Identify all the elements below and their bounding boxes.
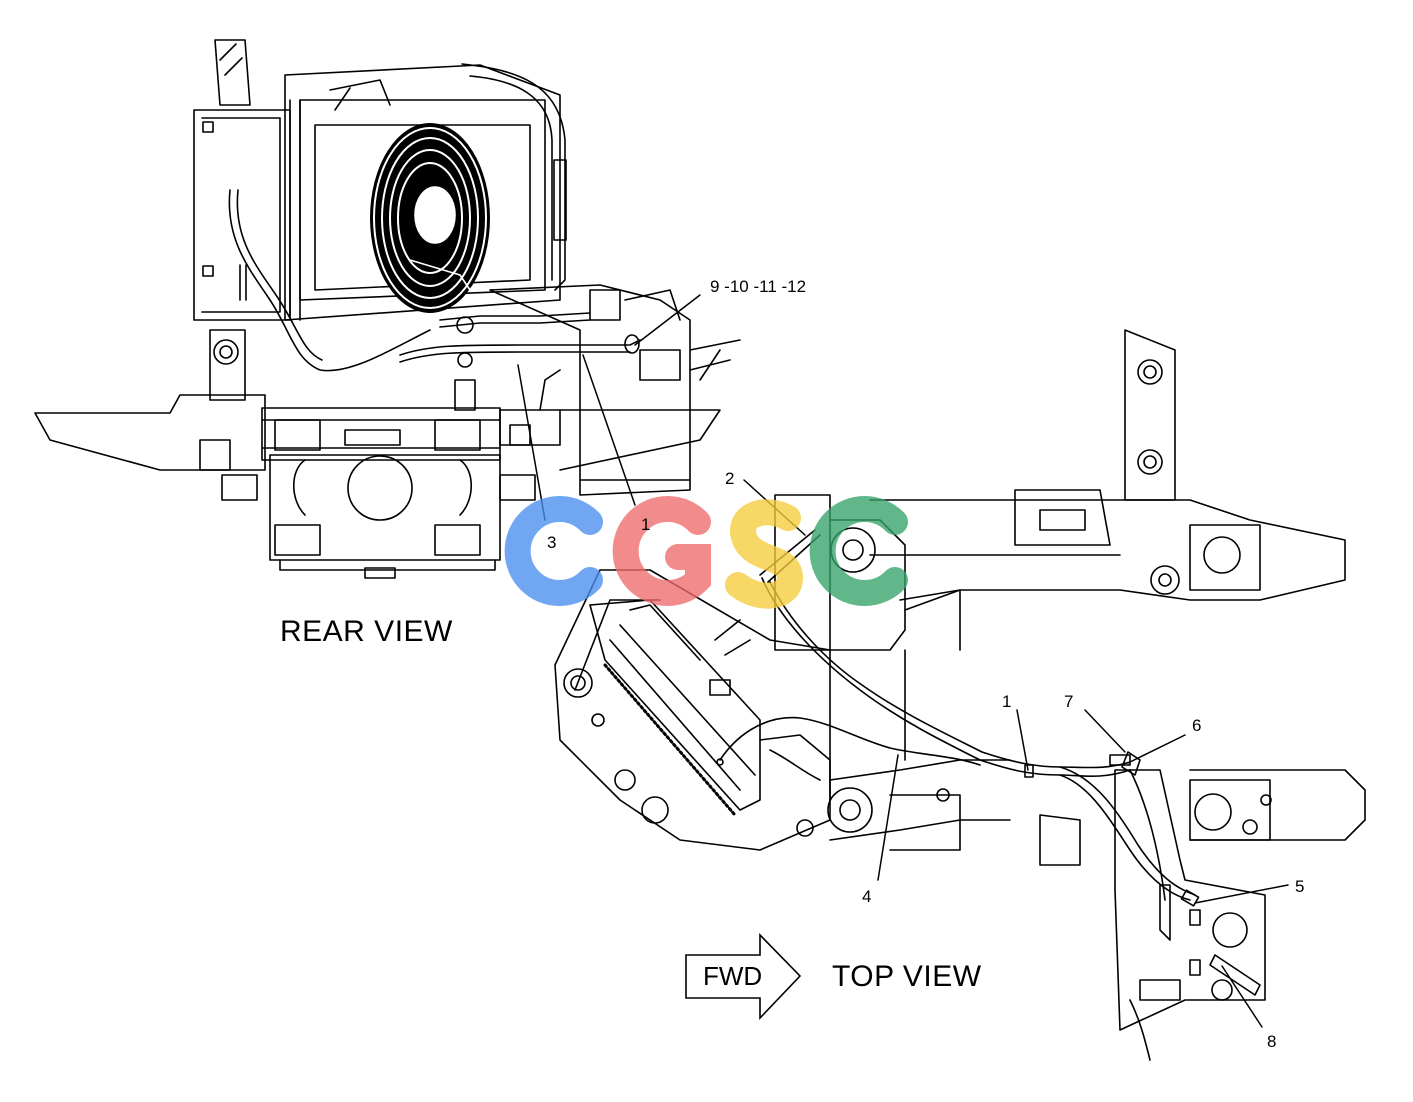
callout-7: 7 <box>1064 692 1074 711</box>
top-view-assembly <box>554 329 1366 1061</box>
callout-5: 5 <box>1295 877 1305 896</box>
callout-8: 8 <box>1267 1032 1277 1051</box>
rear-view-title: REAR VIEW <box>280 615 453 648</box>
rear-view-assembly <box>34 39 741 579</box>
callout-1-rear: 1 <box>641 515 651 534</box>
leader-lines <box>517 294 1289 1028</box>
fwd-arrow-label: FWD <box>703 961 763 991</box>
callout-1-top: 1 <box>1002 692 1012 711</box>
callout-4: 4 <box>862 887 872 906</box>
fwd-arrow-icon <box>685 933 802 1020</box>
callout-2: 2 <box>725 469 735 488</box>
top-view-title: TOP VIEW <box>832 960 982 993</box>
callout-3: 3 <box>547 533 557 552</box>
callout-9-10-11-12: 9 -10 -11 -12 <box>710 277 807 296</box>
callout-6: 6 <box>1192 716 1202 735</box>
